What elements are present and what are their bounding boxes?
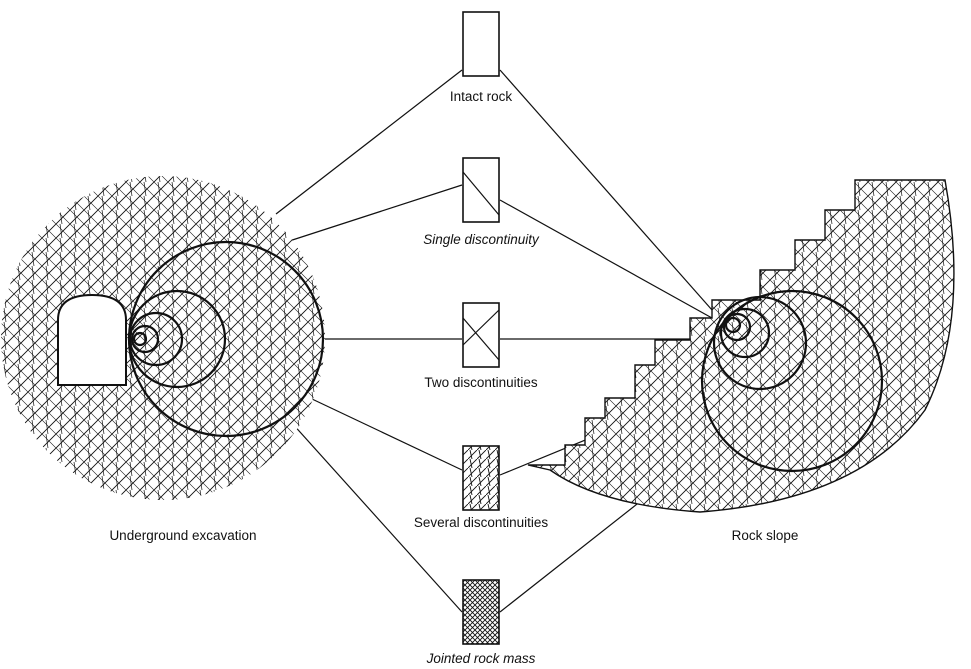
slope-scale-rings: [700, 289, 884, 473]
label-intact-rock: Intact rock: [450, 89, 513, 104]
several-discontinuities-sample: [462, 445, 500, 511]
label-rock-slope: Rock slope: [732, 528, 799, 543]
rock-mass-disc: [1, 176, 325, 500]
labels: Intact rock Single discontinuity Two dis…: [109, 89, 798, 666]
underground-excavation: [1, 176, 325, 500]
scale-rings: [127, 240, 325, 438]
two-discontinuities-sample: [462, 302, 500, 368]
jointed-rock-mass-sample: [462, 579, 500, 645]
slope-rock-mass: [527, 179, 955, 513]
label-several-discontinuities: Several discontinuities: [414, 515, 549, 530]
single-discontinuity-sample: [462, 157, 500, 223]
tunnel-opening: [57, 293, 127, 386]
label-two-discontinuities: Two discontinuities: [424, 375, 538, 390]
rock-slope: [527, 179, 955, 513]
label-jointed-rock-mass: Jointed rock mass: [426, 651, 536, 666]
sample-boxes: [462, 11, 500, 645]
label-single-discontinuity: Single discontinuity: [423, 232, 540, 247]
intact-rock-sample: [462, 11, 500, 77]
label-underground-excavation: Underground excavation: [109, 528, 256, 543]
